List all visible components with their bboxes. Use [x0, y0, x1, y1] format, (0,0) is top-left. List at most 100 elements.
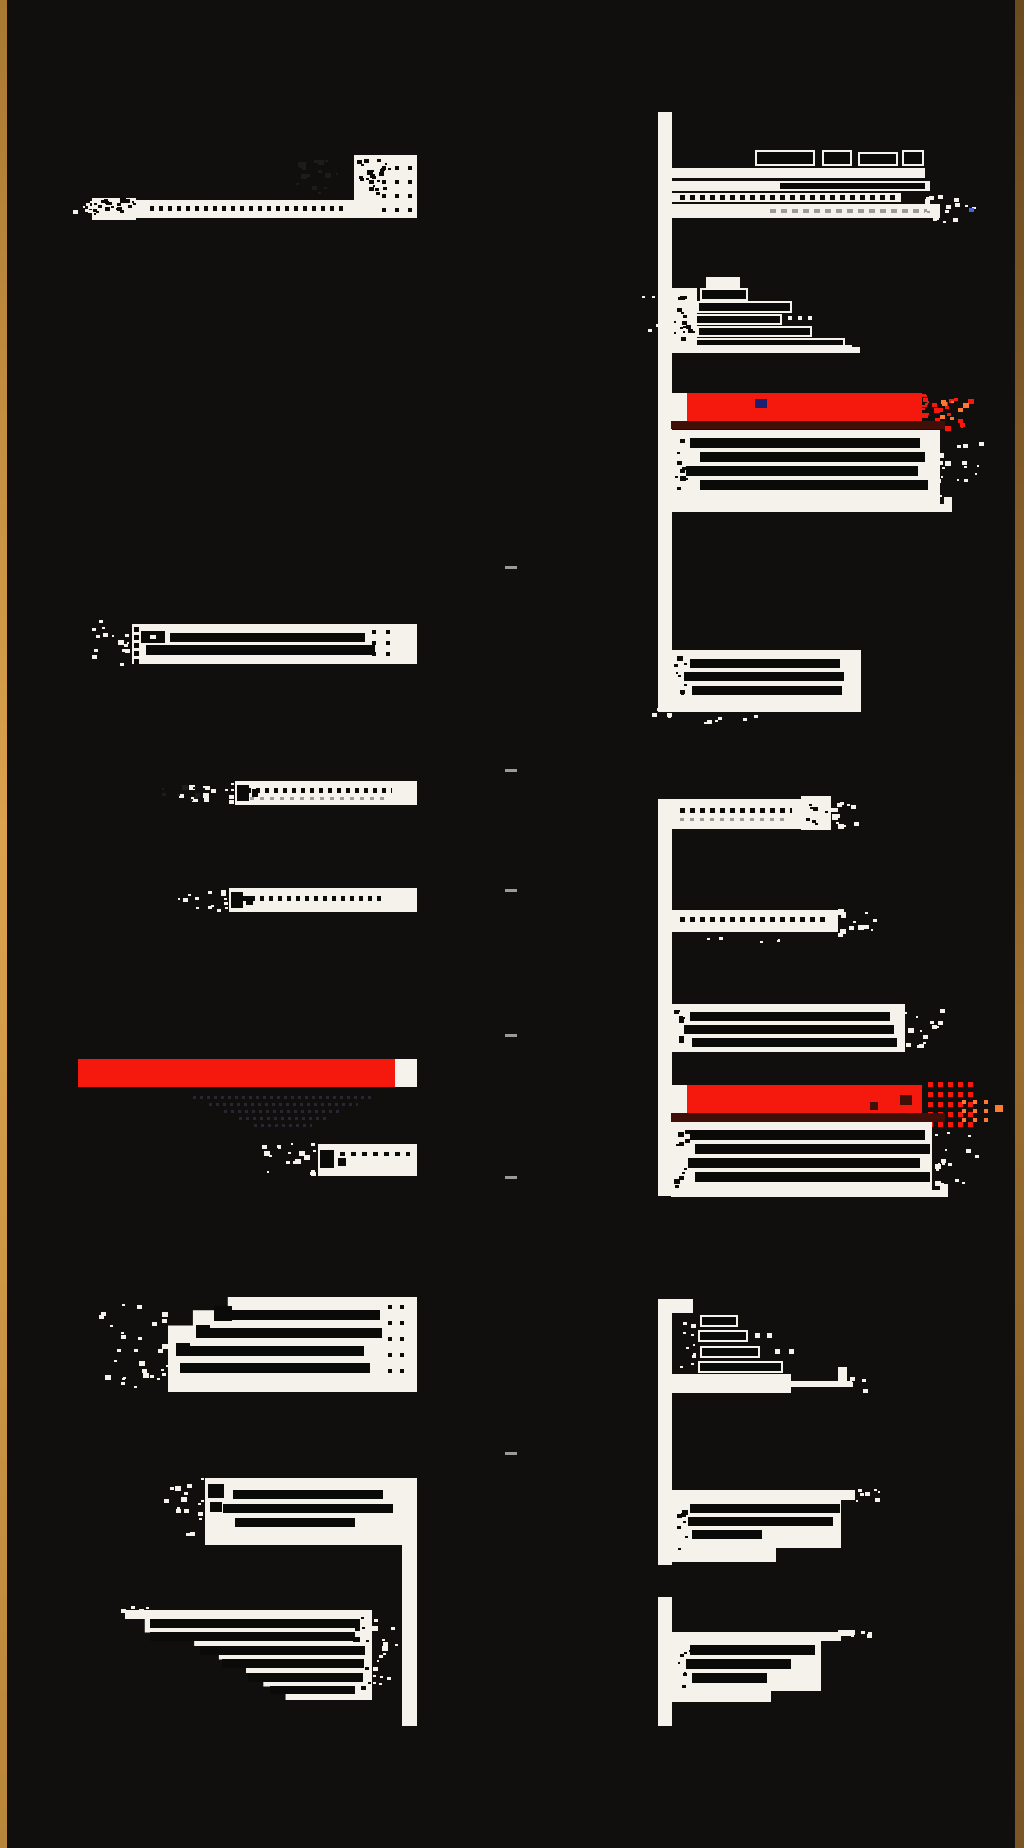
- bar-L4-dash-bar-speck: [211, 905, 214, 907]
- bar-R1-top-group-speck: [965, 205, 968, 207]
- bar-R12-striped-bar-speck: [677, 1514, 682, 1518]
- bar-R3-red-bar-speck: [963, 403, 969, 408]
- bar-R10-big-striped-bar-speck: [940, 1183, 944, 1186]
- bar-R4-big-striped-bar-speck: [938, 461, 943, 465]
- bar-L6-small-bar-speck: [313, 1150, 316, 1152]
- bar-R11-step-bar: [791, 1381, 851, 1387]
- bar-L8-striped-bar-speck: [184, 1492, 188, 1495]
- bar-L3-dash-bar-speck: [177, 794, 180, 796]
- bar-L9-staircase-bar-speck: [391, 1627, 395, 1630]
- bar-L7-big-striped-bar-speck: [122, 1304, 125, 1306]
- bar-L4-dash-bar-speck: [224, 898, 227, 900]
- bar-R6-dash-bar-speck: [812, 821, 815, 823]
- bar-L1-top-bar-speck: [357, 160, 362, 164]
- bar-L7-big-striped-bar-dot: [388, 1369, 392, 1373]
- bar-L7-big-striped-bar: [186, 1346, 364, 1356]
- bar-L2-striped-bar-speck: [94, 649, 98, 652]
- bar-L3-dash-bar-speck: [162, 793, 166, 796]
- bar-R2-step-bar-speck: [678, 297, 682, 300]
- bar-L9-staircase-bar: [150, 1619, 360, 1628]
- bar-L7-big-striped-bar-speck: [139, 1361, 145, 1366]
- bar-L1-top-bar-speck: [105, 207, 110, 211]
- bar-R9-red-bar-dot: [973, 1118, 977, 1122]
- bar-L4-dash-bar-speck: [225, 907, 228, 909]
- bar-L2-striped-bar-speck: [92, 655, 97, 659]
- bar-R9-red-bar-dot: [958, 1102, 963, 1107]
- bar-R3-red-bar-speck: [960, 423, 965, 427]
- bar-L7-big-striped-bar: [214, 1306, 232, 1321]
- bar-L4-dash-bar-speck: [208, 906, 212, 909]
- bar-R3-red-bar-speck: [954, 398, 958, 401]
- bar-R8-striped-bar-speck: [930, 1021, 934, 1024]
- bar-R2-step-bar-dot: [808, 316, 812, 320]
- bar-L9-staircase-bar-speck: [146, 1607, 149, 1609]
- bar-R2-step-bar-speck: [652, 296, 655, 298]
- bar-L1-top-bar-speck: [369, 187, 374, 191]
- bar-R2-step-bar-speck: [677, 308, 682, 312]
- bar-L1-top-bar-dot: [395, 194, 399, 198]
- bar-L9-staircase-bar-speck: [374, 1619, 378, 1622]
- bar-R9-red-bar: [687, 1085, 922, 1113]
- bar-L2-striped-bar-speck: [122, 649, 126, 652]
- bar-R5-striped-bar-speck: [678, 675, 681, 677]
- bar-L6-small-bar: [318, 1144, 417, 1176]
- bar-L7-big-striped-bar-speck: [110, 1325, 113, 1327]
- bar-L4-dash-bar-speck: [224, 902, 228, 905]
- bar-R9-red-bar: [671, 1113, 945, 1122]
- bar-L6-small-bar-speck: [264, 1151, 270, 1156]
- bar-R11-step-bar-block: [700, 1315, 738, 1327]
- bar-R8-striped-bar-speck: [938, 1021, 943, 1025]
- bar-R4-big-striped-bar-speck: [977, 465, 979, 467]
- bar-R10-big-striped-bar-speck: [948, 1163, 952, 1166]
- bar-L7-big-striped-bar-speck: [162, 1319, 167, 1323]
- bar-R2-step-bar-block: [697, 301, 792, 313]
- bar-L1-top-bar-dot: [395, 208, 399, 212]
- bar-R9-red-bar-dot: [984, 1109, 988, 1113]
- bar-R3-red-bar-speck: [922, 408, 925, 410]
- bar-R1-top-group-speck: [955, 203, 960, 207]
- bar-L1-top-bar-speck: [373, 185, 375, 187]
- bar-L6-small-bar-speck: [262, 1145, 267, 1149]
- bar-R2-step-bar-speck: [686, 325, 691, 329]
- bar-R10-big-striped-bar-speck: [935, 1134, 938, 1136]
- bar-R1-top-group-speck: [926, 200, 928, 202]
- bar-R10-big-striped-bar-speck: [685, 1130, 690, 1134]
- bar-L1-top-bar-speck: [101, 200, 105, 203]
- bar-L9-staircase-bar-speck: [361, 1686, 366, 1690]
- bar-R8-striped-bar-speck: [920, 1030, 922, 1032]
- bar-L1-top-bar-speck: [133, 203, 136, 205]
- bar-L9-staircase-bar-speck: [387, 1677, 391, 1680]
- bar-R4-big-striped-bar-speck: [677, 461, 682, 465]
- bar-R3-red-bar-speck: [934, 408, 940, 413]
- bar-L1-top-bar-dot: [382, 194, 386, 198]
- bar-R9-red-bar-dot: [948, 1112, 953, 1117]
- bar-L7-big-striped-bar-speck: [158, 1349, 163, 1353]
- bar-R2-step-bar-speck: [683, 331, 685, 333]
- bar-R3-red-bar-speck: [958, 408, 963, 412]
- bar-R13-striped-bar: [838, 1630, 852, 1636]
- bar-R9-red-bar-dot: [973, 1100, 977, 1104]
- bar-L3-dash-bar-speck: [194, 796, 198, 799]
- bar-R12-striped-bar-speck: [685, 1536, 688, 1538]
- bar-R3-red-bar-speck: [932, 403, 937, 407]
- bar-L4-dash-bar-speck: [217, 909, 221, 912]
- bar-R13-striped-bar-speck: [851, 1635, 854, 1637]
- bar-R10-big-striped-bar-speck: [945, 1149, 947, 1151]
- bar-L9-staircase-bar-speck: [383, 1642, 388, 1646]
- bar-R10-big-striped-bar: [688, 1158, 920, 1168]
- bar-R6-dash-bar-speck: [854, 822, 859, 826]
- bar-R10-big-striped-bar-speck: [679, 1142, 684, 1146]
- bar-L2-striped-bar-speck: [103, 633, 108, 637]
- bar-R8-striped-bar-speck: [906, 1043, 911, 1047]
- bar-L1-top-bar-speck: [83, 206, 85, 208]
- bar-R12-striped-bar-speck: [865, 1492, 870, 1496]
- bar-R6-dash-bar-speck: [825, 811, 828, 813]
- dot-arc-row: [209, 1103, 358, 1106]
- bar-L1-top-bar-speck: [385, 163, 387, 165]
- bar-L8-striped-bar-speck: [190, 1532, 195, 1536]
- bar-R1-top-group-speck: [926, 202, 930, 205]
- bar-R4-big-striped-bar: [700, 452, 925, 462]
- bar-L7-big-striped-bar-speck: [134, 1349, 138, 1352]
- bar-R12-striped-bar-speck: [878, 1491, 880, 1493]
- bar-L8-striped-bar-speck: [198, 1512, 203, 1516]
